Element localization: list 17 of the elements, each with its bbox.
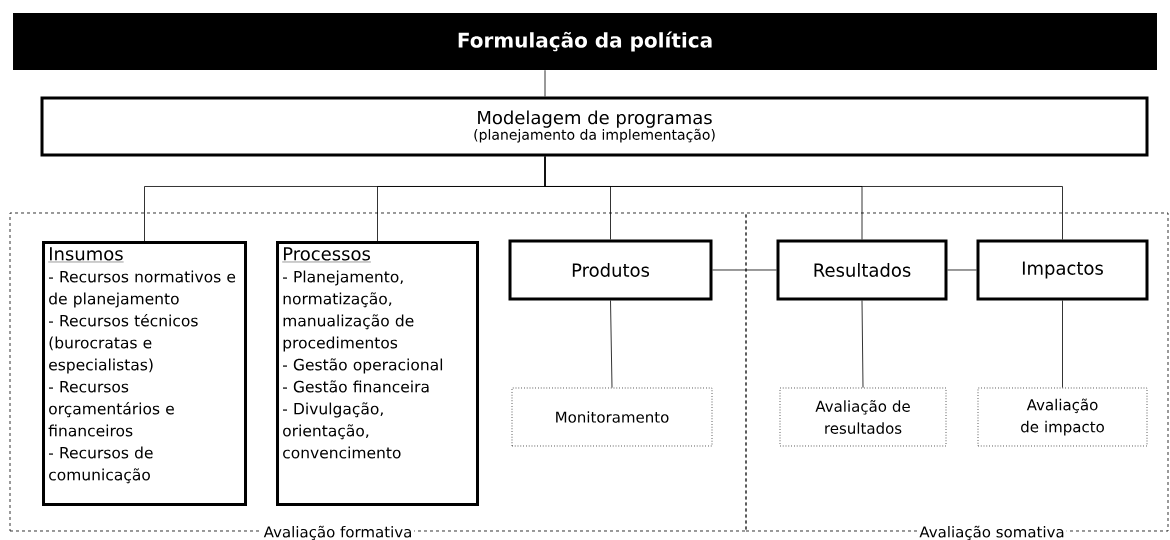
connector-line xyxy=(544,156,1063,240)
connector-line xyxy=(712,269,777,271)
evaluation-box: Avaliação de impacto xyxy=(977,387,1148,447)
stage-box: Produtos xyxy=(508,239,713,301)
list-box: Insumos - Recursos normativos e de planejamento - Recursos técnicos (burocratas e especialistas) - Recursos orçamentários e financeiros - Recursos de comunicação xyxy=(42,241,247,506)
connector-line xyxy=(861,300,864,388)
title-band: Formulação da política xyxy=(13,13,1157,70)
evaluation-box: Avaliação de resultados xyxy=(779,387,947,447)
connector-line xyxy=(1062,300,1063,388)
program-box: Modelagem de programas (planejamento da implementação) xyxy=(40,96,1149,157)
stage-box: Impactos xyxy=(976,239,1149,301)
connector-line xyxy=(544,69,546,97)
list-box: Processos - Planejamento, normatização, manualização de procedimentos - Gestão operacional - Gestão financeira - Divulgação, orientação, convencimento xyxy=(276,241,479,506)
connector-line xyxy=(610,300,613,388)
evaluation-box: Monitoramento xyxy=(511,387,713,447)
connector-line xyxy=(947,269,977,271)
stage-box: Resultados xyxy=(776,239,948,301)
